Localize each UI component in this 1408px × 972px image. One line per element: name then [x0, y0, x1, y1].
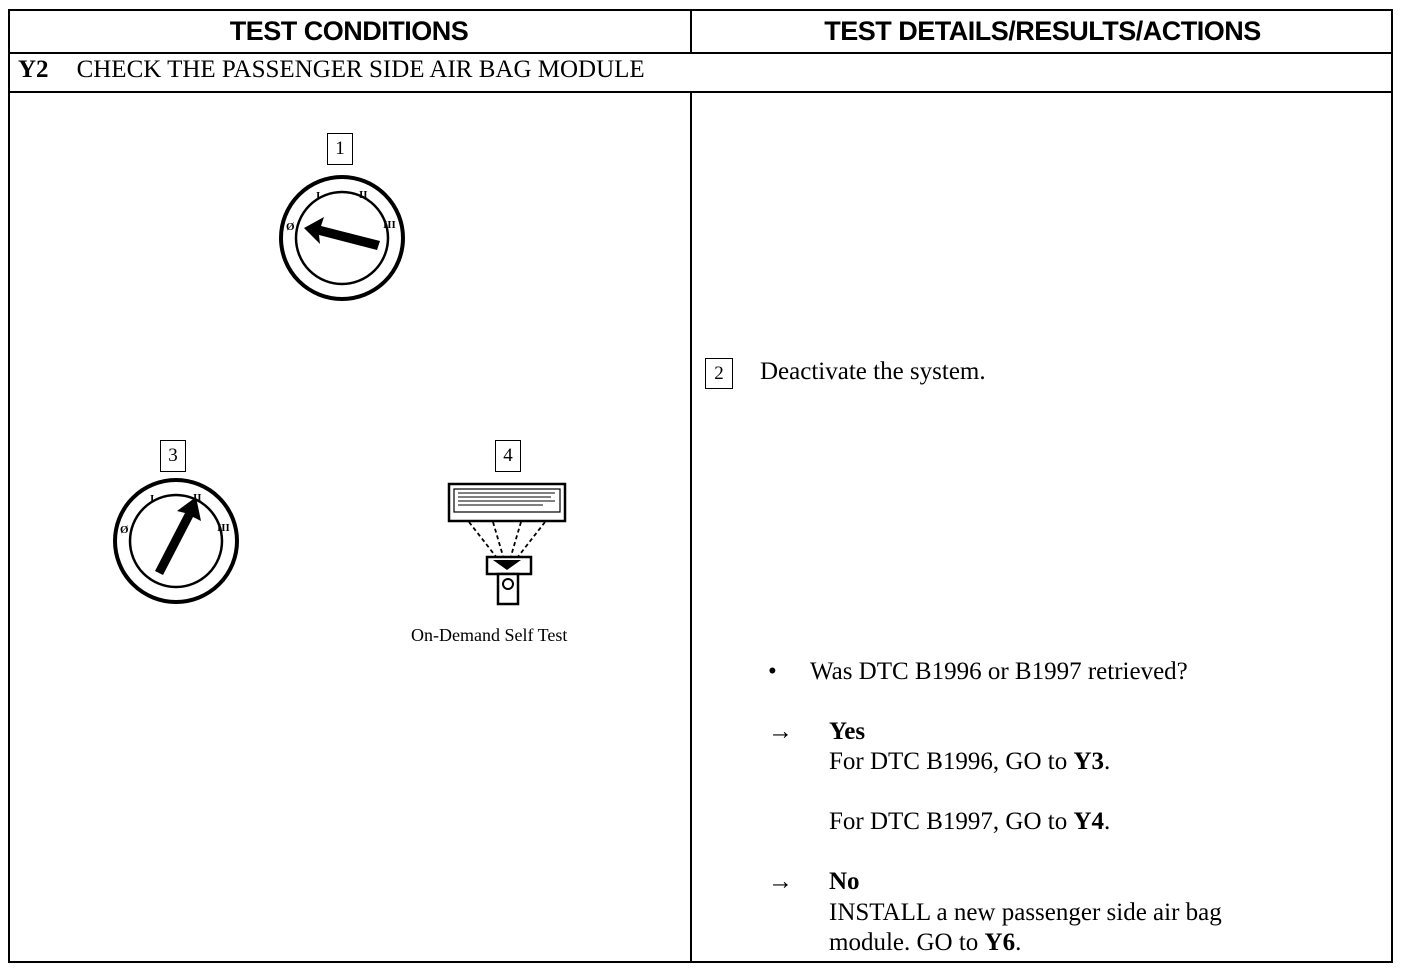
yes-action-2: For DTC B1997, GO to Y4. [829, 808, 1110, 836]
table-frame [8, 9, 1393, 963]
ignition-dial-off-icon: Ø I II III [279, 175, 405, 301]
yes-arrow: → [768, 718, 793, 745]
no-arrow: → [768, 868, 793, 895]
self-test-caption: On-Demand Self Test [411, 625, 568, 645]
period: . [1104, 748, 1111, 775]
no-action-1: INSTALL a new passenger side air bag [829, 899, 1222, 926]
yes-action-1: For DTC B1996, GO to Y3. [829, 748, 1110, 776]
step-3-label: 3 [160, 440, 186, 472]
step-2-label: 2 [705, 358, 733, 389]
dial-mark-one: I [150, 493, 154, 505]
dtc-question: Was DTC B1996 or B1997 retrieved? [810, 658, 1188, 685]
no-action-2-text: module. GO to [829, 929, 985, 956]
dial-mark-two: II [193, 492, 202, 504]
header-divider [8, 52, 1393, 54]
period: . [1104, 808, 1111, 835]
header-test-conditions: TEST CONDITIONS [229, 15, 469, 46]
yes-action-2-text: For DTC B1997, GO to [829, 808, 1074, 835]
ignition-dial-run-icon: Ø I II III [113, 478, 239, 604]
period: . [1015, 929, 1022, 956]
step-1-label: 1 [327, 133, 353, 165]
header-test-details: TEST DETAILS/RESULTS/ACTIONS [824, 15, 1261, 46]
goto-y3-link[interactable]: Y3 [1073, 748, 1105, 775]
goto-y6-link[interactable]: Y6 [984, 929, 1016, 956]
step-4-label: 4 [495, 440, 521, 472]
section-title: CHECK THE PASSENGER SIDE AIR BAG MODULE [76, 56, 645, 83]
dial-mark-two: II [359, 189, 368, 201]
dial-mark-three: III [217, 522, 230, 534]
yes-action-1-text: For DTC B1996, GO to [829, 748, 1074, 775]
column-divider-top [690, 9, 692, 53]
section-title-row: Y2 CHECK THE PASSENGER SIDE AIR BAG MODUL… [18, 56, 645, 84]
column-divider-body [690, 92, 692, 963]
no-label: No [829, 868, 860, 895]
dial-mark-three: III [383, 219, 396, 231]
dial-mark-one: I [316, 190, 320, 202]
dial-mark-off: Ø [120, 524, 129, 536]
goto-y4-link[interactable]: Y4 [1073, 808, 1105, 835]
section-divider [8, 91, 1393, 93]
step-2-instruction: Deactivate the system. [760, 358, 986, 385]
section-code: Y2 [18, 56, 49, 83]
no-action-2: module. GO to Y6. [829, 929, 1021, 957]
bullet: • [768, 658, 777, 685]
yes-label: Yes [829, 718, 866, 745]
self-test-scan-tool-icon [447, 482, 567, 606]
dial-mark-off: Ø [286, 221, 295, 233]
